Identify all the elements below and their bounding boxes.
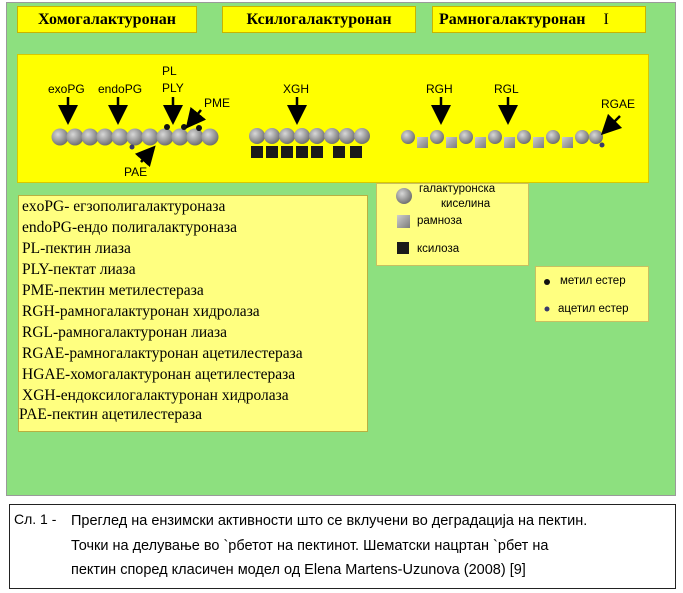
header-xylogalacturonan: Ксилогалактуронан (222, 6, 416, 33)
label-exoPG: exoPG (48, 82, 85, 96)
legend-item: PL-пектин лиаза (22, 240, 131, 257)
legend-item: HGAE-хомогалактуронан ацетилестераза (22, 366, 296, 383)
header-homogalacturonan-label: Хомогалактуронан (37, 11, 177, 28)
ester-key: метил естер ацетил естер (535, 266, 649, 322)
caption-line-3: пектин според класичен модел од Elena Ma… (71, 562, 526, 578)
caption-line-2: Точки на делување во `рбетот на пектинот… (71, 538, 549, 554)
label-RGH: RGH (426, 82, 453, 96)
galacturonic-acid-key-icon (396, 188, 412, 204)
key-rhamnose: рамноза (417, 215, 462, 227)
key-methyl-ester: метил естер (560, 275, 626, 287)
label-XGH: XGH (283, 82, 310, 96)
enzyme-legend: exoPG- егзополигалактуроназа endoPG-ендо… (18, 195, 368, 432)
legend-item: RGAE-рамногалактуронан ацетилестераза (22, 345, 303, 362)
header-homogalacturonan: Хомогалактуронан (17, 6, 197, 33)
legend-item: XGH-ендоксилогалактуронан хидролаза (22, 387, 289, 404)
legend-item: exoPG- егзополигалактуроназа (22, 198, 226, 215)
header-roman-numeral: I (603, 11, 609, 28)
header-rhamnogalacturonan: Рамногалактуронан I (432, 6, 646, 33)
pectin-backbone-strip (17, 54, 649, 183)
methyl-ester-key-icon (544, 279, 550, 285)
header-rhamnogalacturonan-label: Рамногалактуронан (439, 11, 586, 28)
legend-item: endoPG-ендо полигалактуроназа (22, 219, 237, 236)
key-galacturonic-line1: галактуронска (419, 183, 496, 195)
key-xylose: ксилоза (417, 243, 460, 255)
label-PAE: PAE (124, 165, 148, 179)
caption-line-1: Преглед на ензимски активности што се вк… (71, 513, 588, 529)
label-PME: PME (204, 96, 231, 110)
label-PLY: PLY (162, 81, 184, 95)
label-PL: PL (162, 64, 177, 78)
legend-item: RGL-рамногалактуронан лиаза (22, 324, 228, 341)
label-endoPG: endoPG (98, 82, 143, 96)
legend-item: PLY-пектат лиаза (22, 261, 136, 278)
legend-item: RGH-рамногалактуронан хидролаза (22, 303, 260, 320)
key-galacturonic-line2: киселина (441, 198, 491, 210)
label-RGL: RGL (494, 82, 519, 96)
rhamnose-key-icon (397, 215, 410, 228)
monomer-key: галактуронска киселина рамноза ксилоза (376, 183, 529, 266)
xylose-key-icon (397, 242, 409, 254)
label-RGAE: RGAE (601, 97, 636, 111)
caption-prefix: Сл. 1 - (14, 511, 57, 527)
acetyl-ester-key-icon (544, 306, 550, 312)
legend-item: PAE-пектин ацетилестераза (19, 406, 203, 423)
figure-caption: Сл. 1 - Преглед на ензимски активности ш… (9, 504, 676, 589)
key-acetyl-ester: ацетил естер (558, 303, 629, 315)
legend-item: PME-пектин метилестераза (22, 282, 204, 299)
header-xylogalacturonan-label: Ксилогалактуронан (246, 11, 392, 28)
